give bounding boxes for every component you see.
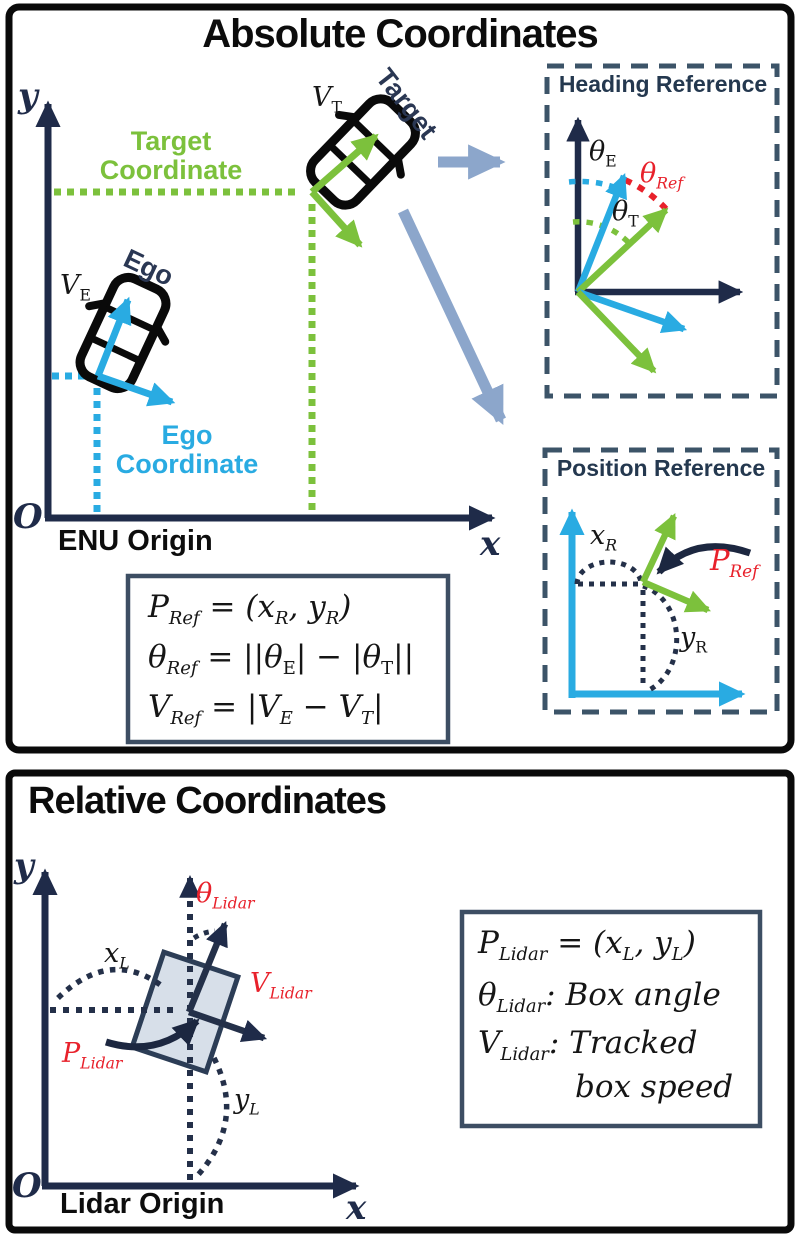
target-lateral-arrow (575, 289, 657, 374)
theta-lidar-arc-dotted (192, 928, 216, 941)
formula-v-lidar: VLidar: Tracked (478, 1025, 698, 1066)
theta-e-label: θE (589, 136, 617, 171)
absolute-panel-graphics (5, 3, 795, 754)
x-l-label: xL (104, 938, 130, 973)
target-coordinate-line2: Coordinate (99, 155, 243, 186)
y-l-arc-dotted (194, 1056, 230, 1178)
ref-point-lateral-arrow (641, 579, 711, 613)
position-reference-box (542, 447, 780, 715)
formula-v-lidar-line2: box speed (575, 1069, 734, 1105)
enu-origin-letter: O (13, 497, 43, 537)
lidar-origin-letter: O (12, 1166, 42, 1206)
ego-heading-arrow (574, 172, 628, 294)
ego-coordinate-line1: Ego (161, 420, 213, 450)
absolute-formula-box (125, 573, 451, 745)
lidar-x-axis-label: x (346, 1188, 367, 1228)
formula-p-ref: PRef = (xR, yR) (148, 589, 352, 630)
theta-lidar-label: θLidar (196, 878, 255, 913)
v-lidar-label: VLidar (250, 968, 312, 1003)
tracked-box (128, 949, 242, 1075)
p-lidar-label: PLidar (62, 1038, 123, 1073)
target-velocity-arrow (309, 133, 379, 195)
box-heading-arrow (185, 920, 229, 1014)
ego-velocity-label: VE (60, 270, 91, 305)
target-coordinate-line1: Target (130, 126, 212, 156)
enu-x-axis-label: x (480, 524, 501, 564)
ego-lateral-arrow (576, 288, 688, 333)
target-velocity-label: VT (312, 82, 342, 117)
formula-theta-ref: θRef = ||θE| − |θT|| (148, 639, 415, 680)
to-position-reference-arrow (398, 208, 506, 425)
ego-coordinate-label: Ego Coordinate (96, 420, 278, 480)
formula-p-lidar: PLidar = (xL, yL) (478, 925, 696, 966)
position-reference-title: Position Reference (556, 455, 766, 481)
p-lidar-pointer-arrow (104, 1018, 200, 1051)
heading-reference-title: Heading Reference (558, 71, 768, 97)
target-heading-arrow (575, 207, 669, 295)
p-ref-pointer-arrow (656, 543, 752, 575)
theta-t-label: θT (612, 196, 639, 231)
ego-coordinate-line2: Coordinate (115, 449, 259, 480)
target-lateral-axis-arrow (309, 189, 363, 248)
x-l-arc-dotted (56, 966, 164, 1000)
ego-velocity-arrow (94, 296, 132, 378)
enu-y-axis-label: y (18, 76, 38, 116)
relative-panel-title: Relative Coordinates (28, 780, 387, 822)
box-lateral-arrow (187, 1008, 268, 1043)
theta-ref-label: θRef (640, 158, 684, 193)
y-r-label: yR (680, 622, 708, 657)
absolute-panel-border (5, 3, 795, 754)
absolute-panel-title: Absolute Coordinates (202, 12, 599, 56)
x-r-label: xR (590, 520, 618, 555)
formula-theta-lidar: θLidar: Box angle (478, 977, 721, 1018)
y-l-label: yL (234, 1084, 260, 1119)
relative-formula-box (459, 909, 763, 1129)
lidar-y-axis-label: y (14, 846, 34, 886)
y-r-arc-dotted (642, 583, 680, 693)
ego-lateral-axis-arrow (96, 372, 176, 407)
target-coordinate-label: Target Coordinate (80, 126, 262, 186)
enu-origin-label: ENU Origin (58, 525, 213, 557)
relative-panel-graphics (5, 769, 795, 1234)
heading-reference-box (544, 63, 780, 399)
relative-panel-border (5, 769, 795, 1234)
formula-v-ref: VRef = |VE − VT| (148, 689, 384, 730)
p-ref-label: PRef (710, 543, 759, 581)
lidar-origin-label: Lidar Origin (60, 1188, 225, 1220)
